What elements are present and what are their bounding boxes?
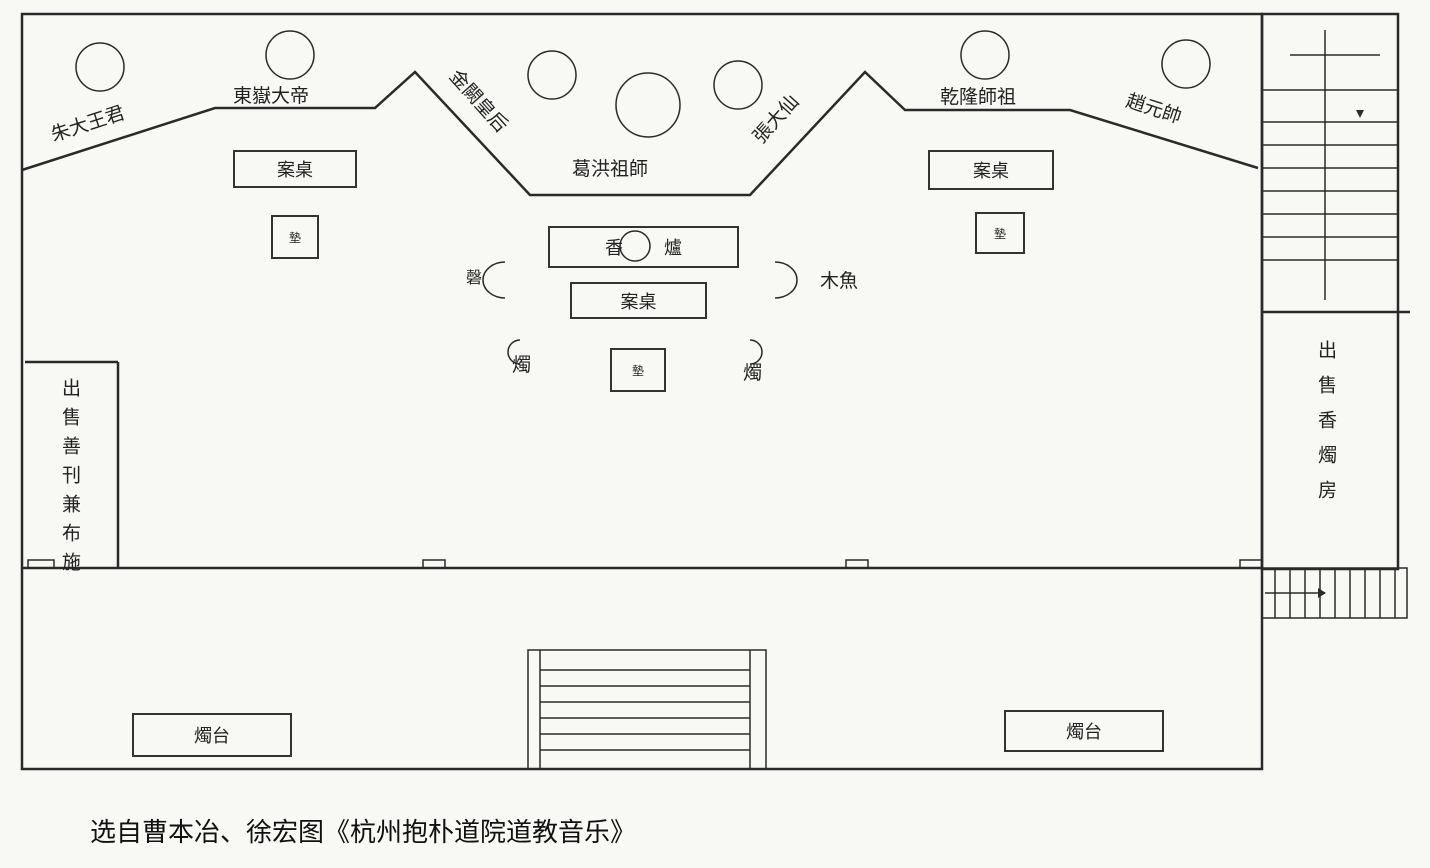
deity-label-dongyue: 東嶽大帝 <box>233 85 310 107</box>
candle-left-label: 燭 <box>512 354 532 376</box>
statue-daxian <box>713 60 763 110</box>
incense-burner <box>619 230 651 262</box>
statue-zhu <box>75 42 125 92</box>
altar-table-right: 案桌 <box>928 150 1054 190</box>
statue-qianlao <box>960 30 1010 80</box>
statue-gehong <box>615 72 681 138</box>
candle-stand-right: 燭台 <box>1004 710 1164 752</box>
altar-table-left: 案桌 <box>233 150 357 188</box>
cushion-left: 墊 <box>271 215 319 259</box>
entrance-stairs <box>527 649 767 770</box>
cushion-right: 墊 <box>975 212 1025 254</box>
incense-burner-table: 香 爐 <box>548 226 739 268</box>
incense-label: 香 <box>605 238 623 259</box>
statue-jinque <box>527 50 577 100</box>
candle-right-label: 燭 <box>743 362 763 384</box>
altar-wall <box>21 70 1259 197</box>
statue-dongyue <box>265 30 315 80</box>
deity-label-qianlao: 乾隆師祖 <box>940 86 1017 108</box>
statue-zhao <box>1161 39 1211 89</box>
burner-label: 爐 <box>664 238 682 259</box>
right-shop-label: 出售香燭房 <box>1315 340 1337 515</box>
left-shop-label: 出售善刊兼布施 <box>59 378 81 581</box>
wooden-fish-label: 木魚 <box>820 270 859 292</box>
deity-label-gehong: 葛洪祖師 <box>572 158 649 180</box>
source-caption: 选自曹本冶、徐宏图《杭州抱朴道院道教音乐》 <box>90 818 637 848</box>
altar-table-center: 案桌 <box>570 282 707 319</box>
candle-stand-left: 燭台 <box>132 713 292 757</box>
cushion-center: 墊 <box>610 348 666 392</box>
qing-label: 磬 <box>466 268 483 287</box>
